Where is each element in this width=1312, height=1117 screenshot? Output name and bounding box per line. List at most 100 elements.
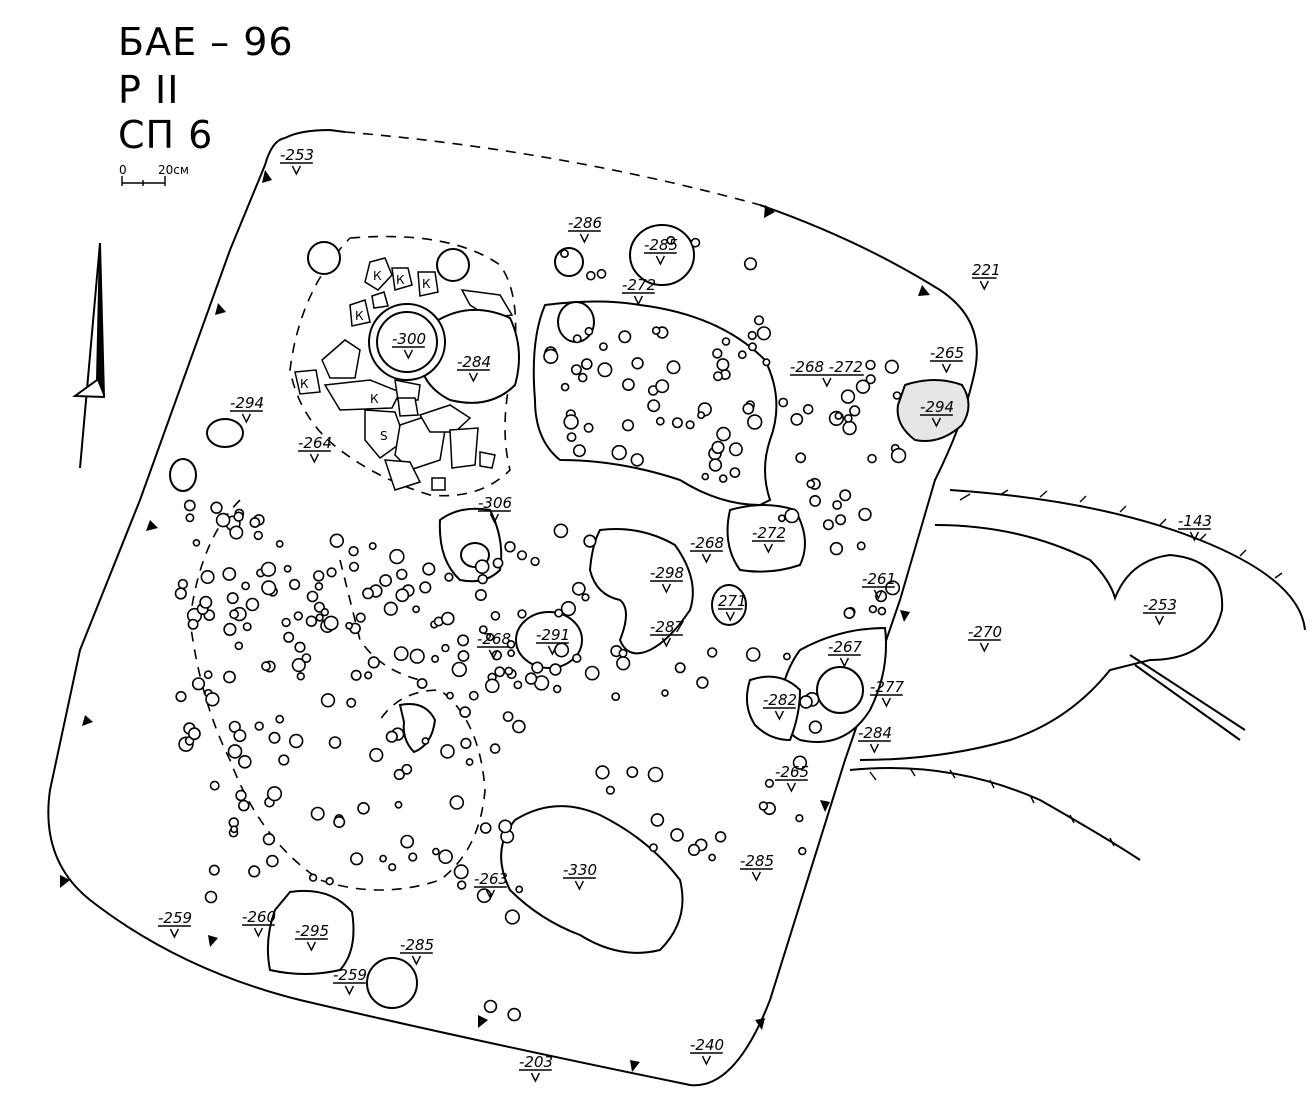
post-hole: [552, 684, 562, 694]
post-hole: [809, 494, 821, 507]
dashed-contour-sw: [189, 499, 486, 891]
extension-inner: [859, 524, 1224, 761]
post-hole: [799, 695, 813, 709]
post-hole: [320, 607, 329, 617]
elevation-value: -203: [519, 1053, 553, 1071]
elevation-value: -265: [775, 763, 809, 781]
post-hole: [832, 500, 842, 510]
post-hole: [393, 768, 405, 781]
elevation-mark: 271: [718, 592, 747, 622]
post-hole: [326, 567, 337, 578]
extension-outline: [949, 489, 1306, 631]
post-hole: [762, 358, 771, 367]
post-hole: [543, 348, 559, 365]
post-hole: [226, 592, 239, 605]
post-hole: [743, 257, 758, 271]
post-hole: [421, 737, 430, 745]
post-hole: [362, 587, 374, 600]
post-hole: [618, 330, 632, 344]
stone-letter: К: [300, 377, 309, 391]
elevation-value: -259: [158, 909, 192, 927]
post-hole: [516, 550, 528, 561]
post-hole: [348, 561, 360, 572]
elevation-mark: -298: [650, 564, 684, 594]
post-hole: [777, 514, 786, 523]
post-hole: [494, 666, 506, 678]
post-hole: [784, 508, 800, 524]
post-hole: [432, 847, 440, 856]
post-hole: [275, 714, 285, 724]
post-hole: [584, 665, 600, 681]
post-hole: [483, 999, 498, 1014]
post-hole: [599, 342, 608, 351]
elevation-value: 221: [972, 261, 1001, 279]
post-hole: [261, 580, 277, 596]
post-hole: [868, 604, 878, 614]
post-hole: [849, 405, 861, 417]
post-hole: [596, 268, 607, 279]
post-hole: [618, 648, 628, 658]
post-hole: [649, 843, 658, 852]
post-hole: [323, 615, 339, 631]
post-hole: [223, 622, 237, 637]
elevation-value: -265: [930, 344, 964, 362]
post-hole: [712, 371, 723, 382]
post-hole: [289, 578, 301, 591]
post-hole: [783, 652, 791, 661]
post-hole: [778, 397, 789, 408]
post-hole: [822, 519, 834, 531]
elevation-value: -306: [478, 494, 512, 512]
post-hole: [502, 711, 514, 722]
post-hole: [655, 416, 665, 426]
post-hole: [451, 661, 467, 678]
elevation-mark: -285: [644, 236, 678, 266]
post-hole: [885, 580, 901, 596]
post-hole: [329, 533, 344, 548]
post-hole: [790, 412, 804, 426]
post-hole: [651, 326, 661, 335]
post-hole: [350, 852, 364, 866]
post-hole: [438, 849, 453, 865]
post-hole: [795, 452, 807, 464]
post-hole: [716, 358, 730, 372]
post-hole: [563, 414, 579, 430]
elevation-mark: -260: [242, 908, 276, 938]
elevation-value: -330: [563, 861, 597, 879]
post-hole: [706, 647, 718, 658]
elevation-value: -287: [650, 618, 684, 636]
elevation-value: -259: [333, 966, 367, 984]
post-hole: [655, 379, 670, 394]
elevation-value: -268 -272: [790, 358, 863, 376]
post-hole: [666, 360, 681, 375]
post-hole: [249, 517, 261, 528]
post-hole: [747, 342, 757, 352]
post-holes: [174, 235, 907, 1022]
trench-dashed-top: [344, 131, 761, 206]
post-hole: [753, 315, 765, 326]
post-hole: [400, 834, 415, 849]
post-hole: [283, 631, 295, 643]
post-hole: [308, 873, 318, 882]
post-hole: [431, 654, 440, 663]
post-hole: [572, 334, 582, 344]
post-hole: [758, 801, 769, 811]
post-hole: [174, 587, 187, 600]
elevation-mark: -263: [474, 870, 508, 900]
post-hole: [687, 843, 701, 857]
post-hole: [530, 556, 540, 567]
post-hole: [187, 618, 199, 630]
post-hole: [584, 326, 594, 336]
post-hole: [486, 632, 495, 642]
post-hole: [389, 548, 405, 565]
post-hole: [802, 403, 814, 415]
elevation-value: -295: [295, 922, 329, 940]
elevation-mark: -259: [158, 909, 192, 939]
post-hole: [718, 474, 728, 483]
post-hole: [215, 512, 231, 528]
post-hole: [459, 706, 471, 718]
post-hole: [222, 567, 237, 581]
stone-letter: К: [370, 392, 379, 406]
post-hole: [498, 819, 513, 834]
post-hole: [560, 382, 570, 392]
post-hole: [513, 680, 523, 690]
